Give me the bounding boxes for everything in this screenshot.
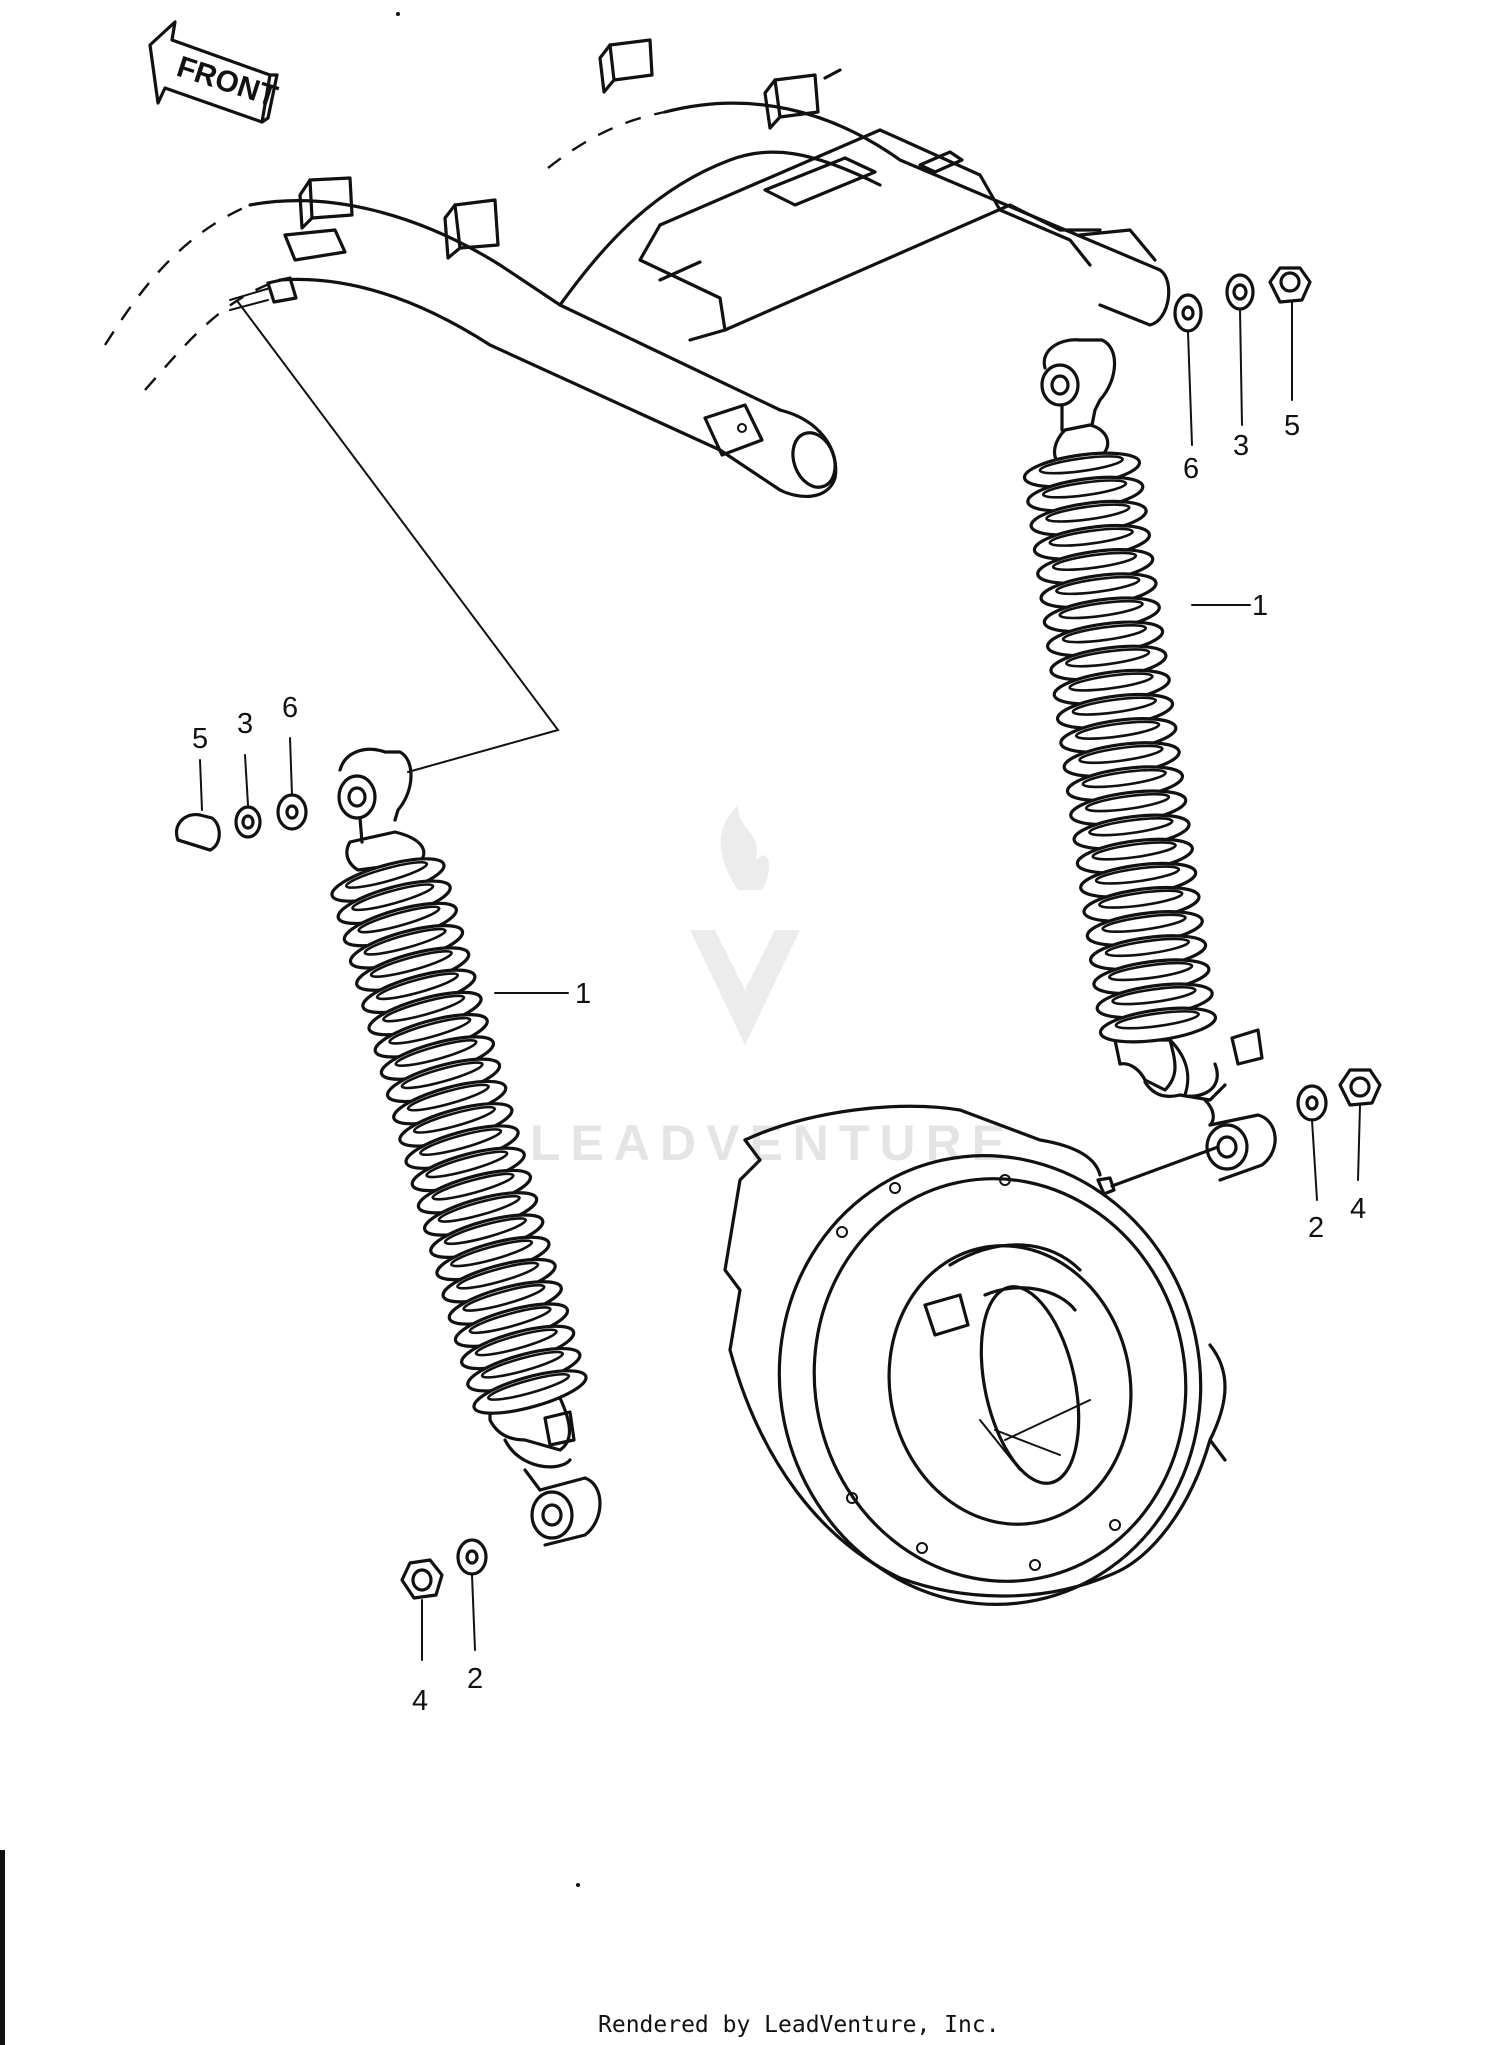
callout-top-left-spacer: 3 (237, 708, 253, 740)
spring-coil-inner (449, 1239, 534, 1268)
spring-coil-inner (345, 860, 429, 889)
spring-coil-inner (468, 1306, 552, 1335)
spring-coil-inner (1038, 455, 1124, 475)
spring-coil-inner (1078, 744, 1164, 765)
spring-coil-inner (1068, 672, 1154, 692)
spring-coil-inner (1114, 1010, 1200, 1030)
callout-top-left-cap-nut: 5 (192, 723, 208, 755)
hardware-top-left (175, 737, 308, 852)
spring-coil-inner (1061, 623, 1148, 644)
spring-coil-inner (1058, 599, 1144, 620)
left-coil-spring (330, 857, 588, 1415)
spring-coil-inner (394, 1039, 478, 1068)
hardware-top-right (1173, 266, 1312, 446)
callout-top-right-spacer: 3 (1233, 430, 1249, 462)
spring-coil-inner (1091, 841, 1177, 861)
spring-coil-inner (1104, 937, 1191, 958)
watermark-text: LEADVENTURE (530, 1115, 1015, 1171)
right-shock-absorber (1040, 338, 1277, 1182)
spring-coil-inner (437, 1194, 521, 1223)
callout-left-shock: 1 (575, 978, 591, 1010)
spring-coil-inner (1071, 696, 1158, 716)
spring-coil-inner (357, 905, 441, 934)
stray-dot (396, 12, 400, 16)
spring-coil-inner (363, 927, 447, 956)
left-edge-bar (0, 1850, 5, 2045)
spring-coil-inner (375, 972, 460, 1001)
spring-coil-inner (425, 1150, 509, 1179)
hardware-bottom-right (1296, 1068, 1382, 1201)
brake-drum (723, 1104, 1227, 1606)
spring-coil-inner (1088, 817, 1174, 837)
spring-coil-inner (456, 1261, 540, 1290)
right-coil-spring (1022, 451, 1218, 1044)
spring-coil-inner (443, 1217, 527, 1246)
spring-coil-inner (412, 1105, 497, 1134)
front-arrow: FRONT (148, 20, 281, 124)
frame (103, 38, 1171, 498)
stray-dot (576, 1883, 580, 1887)
hardware-bottom-left (400, 1538, 488, 1661)
spring-coil-inner (1107, 961, 1194, 982)
spring-coil-inner (388, 1016, 472, 1045)
spring-coil-inner (462, 1283, 546, 1312)
callout-bottom-left-nut: 4 (412, 1685, 428, 1717)
spring-coil-inner (1055, 575, 1141, 596)
spring-coil-inner (474, 1328, 558, 1357)
callout-bottom-right-washer: 2 (1308, 1212, 1324, 1244)
spring-coil-inner (1094, 865, 1181, 885)
spring-coil-inner (400, 1061, 484, 1090)
spring-coil-inner (1084, 792, 1171, 813)
footer-credit: Rendered by LeadVenture, Inc. (598, 2012, 1000, 2038)
spring-coil-inner (1041, 479, 1128, 499)
spring-coil-inner (406, 1083, 490, 1112)
spring-coil-inner (369, 949, 453, 978)
spring-coil-inner (1065, 648, 1151, 668)
callout-bottom-left-washer: 2 (467, 1663, 483, 1695)
callout-bottom-right-nut: 4 (1350, 1193, 1366, 1225)
spring-coil-inner (480, 1350, 564, 1379)
spring-coil-inner (1101, 913, 1187, 934)
spring-coil-inner (487, 1372, 571, 1401)
spring-coil-inner (1111, 985, 1197, 1006)
leader-line-left-top (237, 301, 560, 773)
callout-top-right-washer: 6 (1183, 453, 1199, 485)
callout-right-shock: 1 (1252, 590, 1268, 622)
spring-coil-inner (419, 1128, 503, 1157)
spring-coil-inner (1051, 551, 1138, 572)
watermark: LEADVENTURE (530, 805, 1015, 1171)
spring-coil-inner (382, 994, 466, 1023)
spring-coil-inner (431, 1172, 515, 1201)
spring-coil-inner (1081, 768, 1167, 789)
spring-coil-inner (1045, 503, 1131, 523)
spring-coil-inner (1098, 889, 1184, 909)
spring-coil-inner (1048, 527, 1134, 547)
callout-top-right-cap-nut: 5 (1284, 410, 1300, 442)
callout-top-left-washer: 6 (282, 692, 298, 724)
spring-coil-inner (351, 883, 435, 912)
spring-coil-inner (1074, 720, 1161, 740)
